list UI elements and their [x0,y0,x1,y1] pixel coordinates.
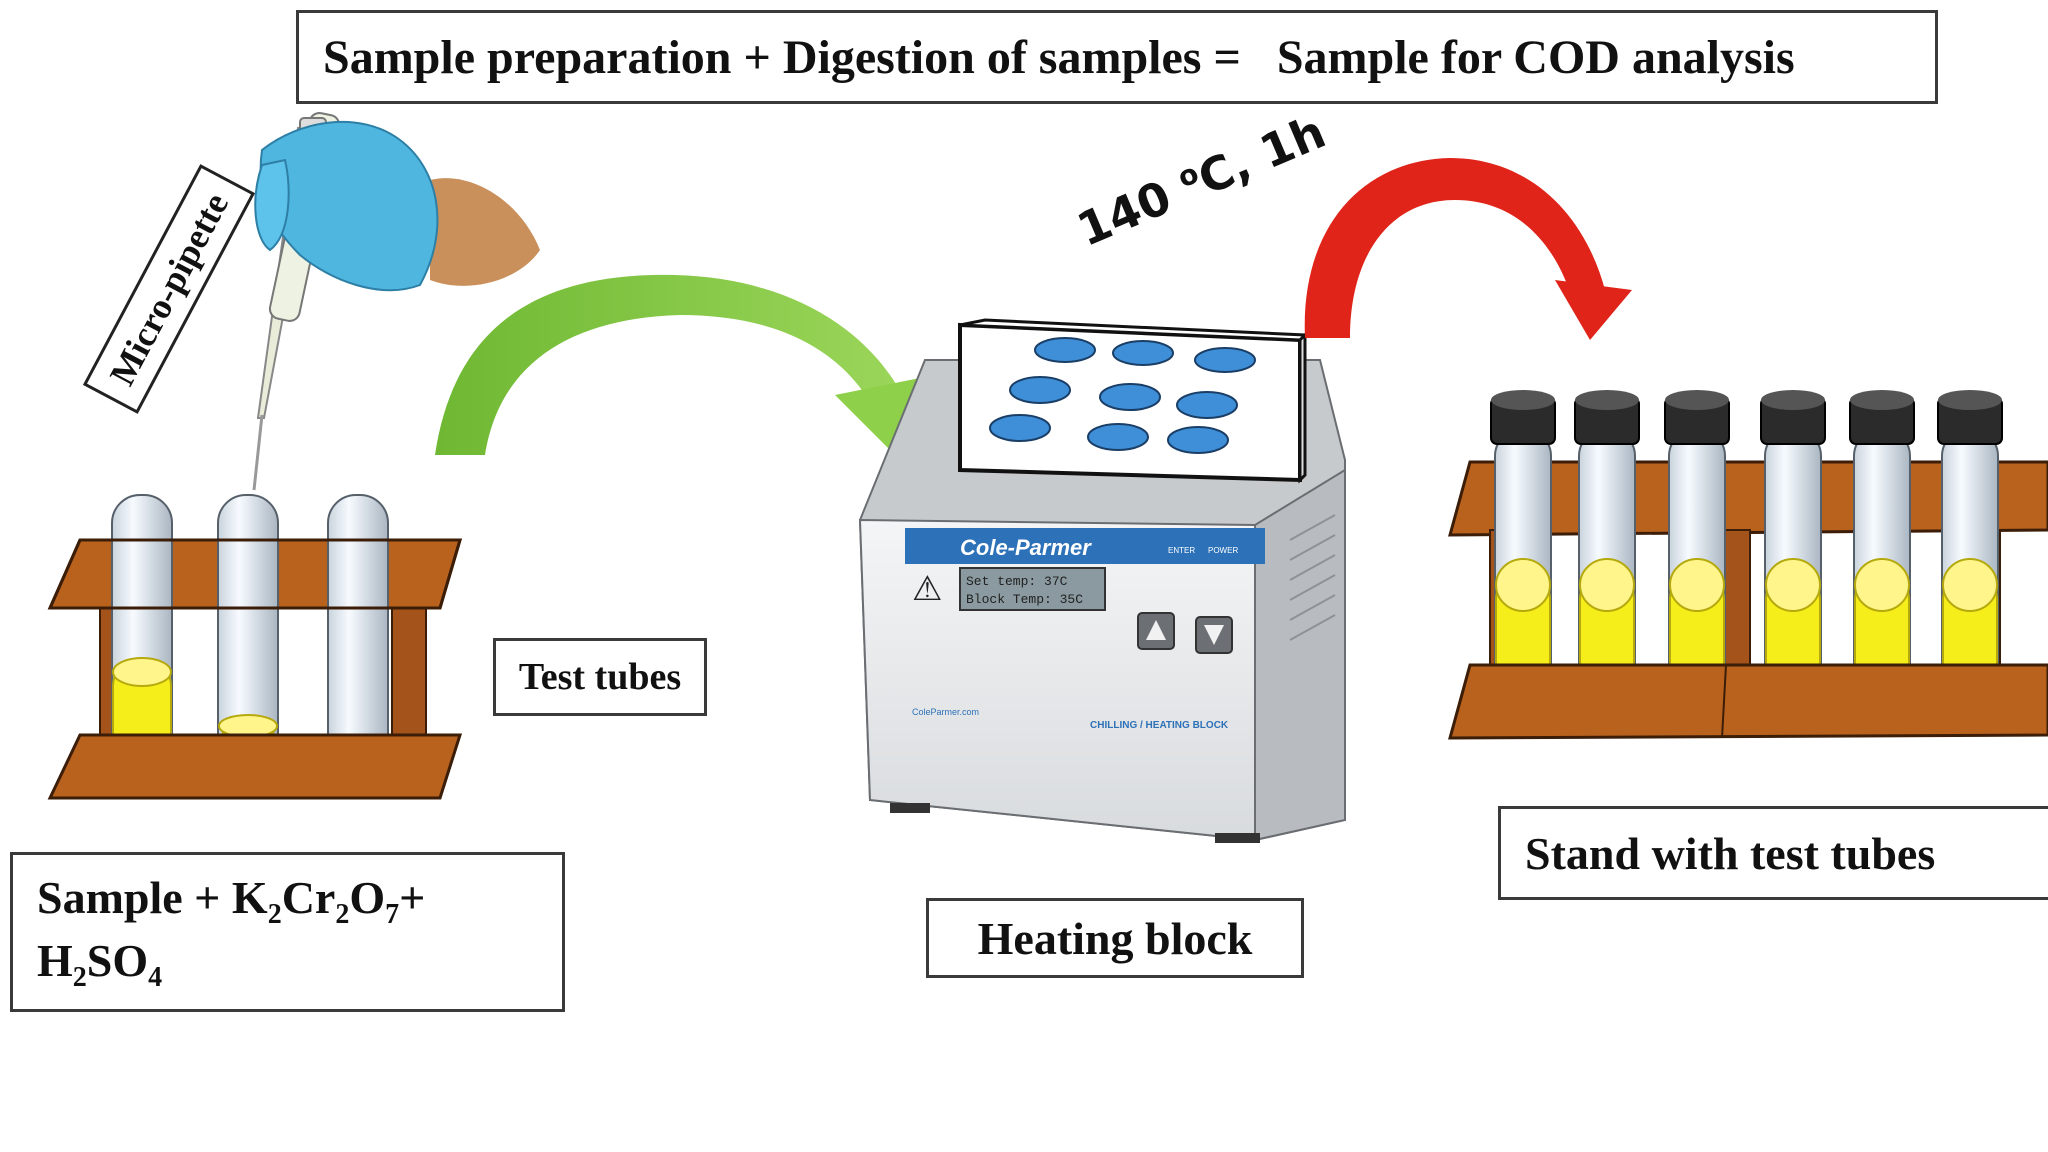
tube-cap-top [1575,390,1639,410]
gloved-hand [254,120,540,292]
arrow-up-icon [1146,620,1166,640]
tube-cap-top [1938,390,2002,410]
device-display-line1: Set temp: 37C [966,574,1068,589]
page-title: Sample preparation + Digestion of sample… [296,10,1938,104]
tube-liquid-surface [1579,558,1635,612]
left-test-tube-rack [47,494,463,800]
tube-liquid-surface [1765,558,1821,612]
warning-icon: ⚠ [912,569,942,609]
tube-liquid-surface [1942,558,1998,612]
test-tubes-label: Test tubes [493,638,707,716]
right-test-tube-stand [1448,390,2048,740]
reagents-line-2: H2SO4 [37,935,163,994]
tube-cap-top [1665,390,1729,410]
arrow-down-icon [1204,625,1224,645]
stand-bottom-board [1448,663,2048,740]
left-tube-3 [327,494,389,776]
green-arrow [435,274,935,455]
tube-cap-top [1850,390,1914,410]
device-status-2: POWER [1208,546,1238,555]
left-tube-2 [217,494,279,776]
stand-board-seam [1721,664,1727,739]
reagents-line-1: Sample + K2Cr2O7+ [37,871,426,930]
device-footer-left: ColeParmer.com [912,707,979,717]
tube-cap-top [1761,390,1825,410]
device-display-line2: Block Temp: 35C [966,592,1083,607]
red-arrow [1304,158,1632,340]
tube-liquid-surface [1495,558,1551,612]
left-tube-1 [111,494,173,776]
tube-liquid-surface [1669,558,1725,612]
heating-block-device: ⚠ [858,318,1346,843]
stand-with-test-tubes-label: Stand with test tubes [1498,806,2048,900]
tube-cap-top [1491,390,1555,410]
heating-block-label: Heating block [926,898,1304,978]
device-brand: Cole-Parmer [960,535,1092,560]
device-status-1: ENTER [1168,546,1195,555]
device-footer-right: CHILLING / HEATING BLOCK [1090,720,1229,731]
reagents-label: Sample + K2Cr2O7+ H2SO4 [10,852,565,1012]
tube-liquid-surface [1854,558,1910,612]
